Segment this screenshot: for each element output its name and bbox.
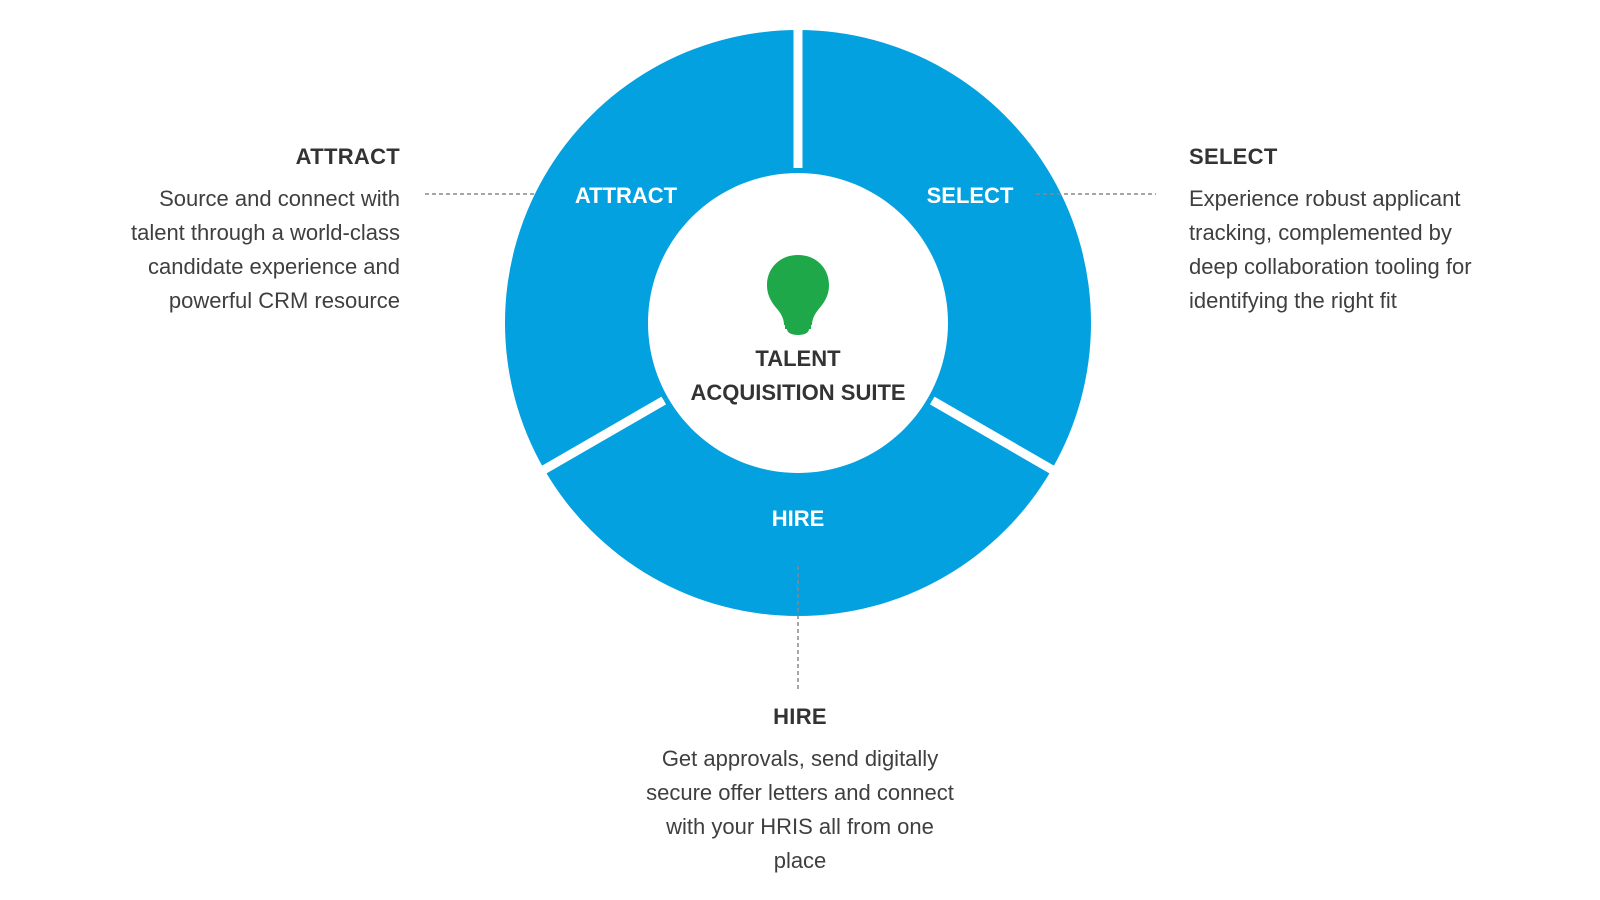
attract-description: Source and connect with talent through a… [130, 186, 400, 313]
center-title-line1: TALENT [755, 346, 841, 371]
lightbulb-icon [767, 255, 829, 335]
attract-title: ATTRACT [295, 144, 400, 169]
segment-hire [544, 398, 1052, 617]
segment-select [798, 30, 1092, 470]
hire-title: HIRE [773, 704, 827, 729]
select-description: Experience robust applicant tracking, co… [1189, 186, 1472, 313]
segment-label-attract: ATTRACT [575, 183, 678, 208]
center-title-line2: ACQUISITION SUITE [690, 380, 905, 405]
select-title: SELECT [1189, 144, 1278, 169]
attract-description-block: ATTRACT Source and connect with talent t… [100, 144, 400, 318]
select-description-block: SELECT Experience robust applicant track… [1189, 144, 1489, 318]
segment-label-select: SELECT [927, 183, 1014, 208]
separator-left [537, 396, 667, 476]
hire-description: Get approvals, send digitally secure off… [646, 746, 954, 873]
separator-right [929, 396, 1059, 476]
hire-description-block: HIRE Get approvals, send digitally secur… [645, 704, 955, 878]
segment-label-hire: HIRE [772, 506, 825, 531]
segment-attract [504, 30, 798, 470]
